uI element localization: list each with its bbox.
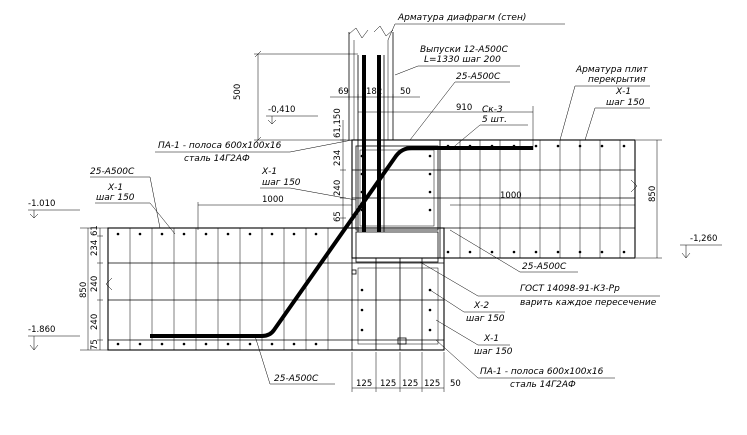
level-1010: -1.010 — [28, 199, 55, 209]
label-x1-left-1: Х-1 — [107, 183, 123, 193]
main-rebars — [150, 55, 533, 338]
dim-234-b: 234 — [90, 240, 100, 256]
dim-240-a: 240 — [333, 180, 343, 196]
label-sk3-1: Ск-3 — [482, 105, 503, 115]
dim-65: 65 — [333, 211, 343, 222]
dim-182: 182 — [366, 87, 382, 97]
label-bar-25-right: 25-А500С — [522, 262, 567, 272]
label-x1-bot-2: шаг 150 — [474, 347, 513, 357]
label-bar-25-bottom: 25-А500С — [274, 374, 319, 384]
label-outlets-1: Выпуски 12-А500С — [420, 45, 509, 55]
label-gost-2: варить каждое пересечение — [520, 298, 657, 308]
leader-lines — [90, 23, 660, 385]
dim-125-3: 125 — [402, 379, 418, 389]
dim-910: 910 — [456, 103, 472, 113]
dim-850-left: 850 — [79, 282, 89, 298]
dim-234-a: 234 — [333, 150, 343, 166]
upper-slab — [351, 139, 638, 259]
dim-850-right: 850 — [648, 186, 658, 202]
wall-outline — [348, 25, 394, 232]
label-x1-bot-1: Х-1 — [483, 334, 499, 344]
lower-slab — [105, 227, 445, 351]
label-pa-top-2: сталь 14Г2АФ — [184, 154, 250, 164]
label-x1-left-2: шаг 150 — [96, 193, 135, 203]
label-bar-25-top: 25-А500С — [456, 72, 501, 82]
level-1260: -1,260 — [690, 234, 717, 244]
label-pa-top-1: ПА-1 - полоса 600х100х16 — [158, 141, 282, 151]
label-pa-bot-1: ПА-1 - полоса 600х100х16 — [480, 367, 604, 377]
dim-61-150: 61,150 — [333, 108, 343, 138]
dim-125-1: 125 — [356, 379, 372, 389]
label-gost-1: ГОСТ 14098-91-К3-Рр — [520, 284, 620, 294]
level-markers — [28, 115, 722, 351]
dim-61: 61 — [90, 225, 100, 236]
label-slab-rebar-2: перекрытия — [588, 75, 646, 85]
label-pa-bot-2: сталь 14Г2АФ — [510, 380, 576, 390]
label-x1-right-2: шаг 150 — [606, 98, 645, 108]
level-1860: -1.860 — [28, 325, 55, 335]
level-0410: -0,410 — [268, 105, 295, 115]
dim-50-bot: 50 — [450, 379, 461, 389]
dim-1000-b: 1000 — [500, 191, 522, 201]
dim-125-4: 125 — [424, 379, 440, 389]
label-x1-mid-1: Х-1 — [261, 167, 277, 177]
label-sk3-2: 5 шт. — [482, 115, 507, 125]
label-x2-1: Х-2 — [473, 301, 489, 311]
dim-50-top: 50 — [400, 87, 411, 97]
dim-240-c: 240 — [90, 314, 100, 330]
dimension-lines — [80, 50, 662, 392]
dim-1000-a: 1000 — [262, 195, 284, 205]
label-wall-rebar: Арматура диафрагм (стен) — [397, 13, 526, 23]
dim-69: 69 — [338, 87, 349, 97]
label-x1-mid-2: шаг 150 — [262, 178, 301, 188]
dim-240-b: 240 — [90, 276, 100, 292]
label-bar-25-left: 25-А500С — [90, 167, 135, 177]
label-slab-rebar-1: Арматура плит — [575, 65, 648, 75]
dim-500: 500 — [233, 84, 243, 100]
dim-125-2: 125 — [380, 379, 396, 389]
label-outlets-2: L=1330 шаг 200 — [424, 55, 501, 65]
label-x2-2: шаг 150 — [466, 314, 505, 324]
label-x1-right-1: Х-1 — [615, 87, 631, 97]
dim-75: 75 — [90, 339, 100, 350]
